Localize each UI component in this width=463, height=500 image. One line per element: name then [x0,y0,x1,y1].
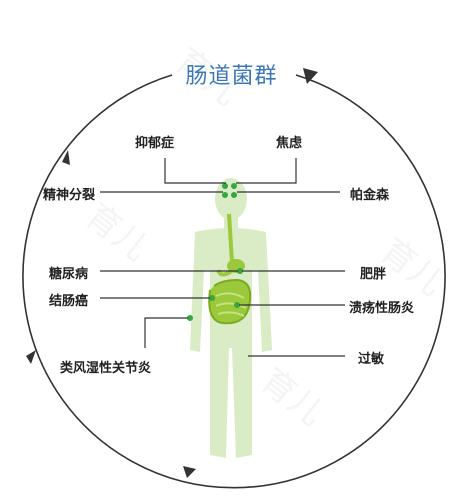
line-rheumatoid [144,317,188,348]
dot-rheumatoid [187,315,193,321]
label-obesity: 肥胖 [360,267,387,282]
label-anxiety: 焦虑 [276,136,303,151]
label-rheumatoid-arthritis: 类风湿性关节炎 [60,361,152,376]
arrow-top-right [303,68,318,84]
human-body [190,178,272,458]
arrow-bottom [183,466,196,478]
label-colon-cancer: 结肠癌 [49,294,89,309]
line-anxiety [236,158,297,184]
diagram-title: 肠道菌群 [185,64,278,89]
label-schizophrenia: 精神分裂 [43,188,96,203]
dot-colon-cancer [209,295,215,301]
intestines [208,213,252,325]
label-parkinson: 帕金森 [350,188,390,203]
cycle-circle [22,74,446,489]
dot-obesity [237,268,243,274]
label-ulcerative-colitis: 溃疡性肠炎 [349,301,415,316]
line-depression [164,158,226,184]
label-diabetes: 糖尿病 [49,267,89,282]
brain-dots [222,183,237,198]
dot-ulcerative-colitis [234,302,240,308]
label-depression: 抑郁症 [135,136,175,151]
arrow-left-lower [26,350,36,364]
label-allergy: 过敏 [358,352,385,367]
arrow-left-upper [62,150,70,165]
connector-lines [100,158,345,357]
